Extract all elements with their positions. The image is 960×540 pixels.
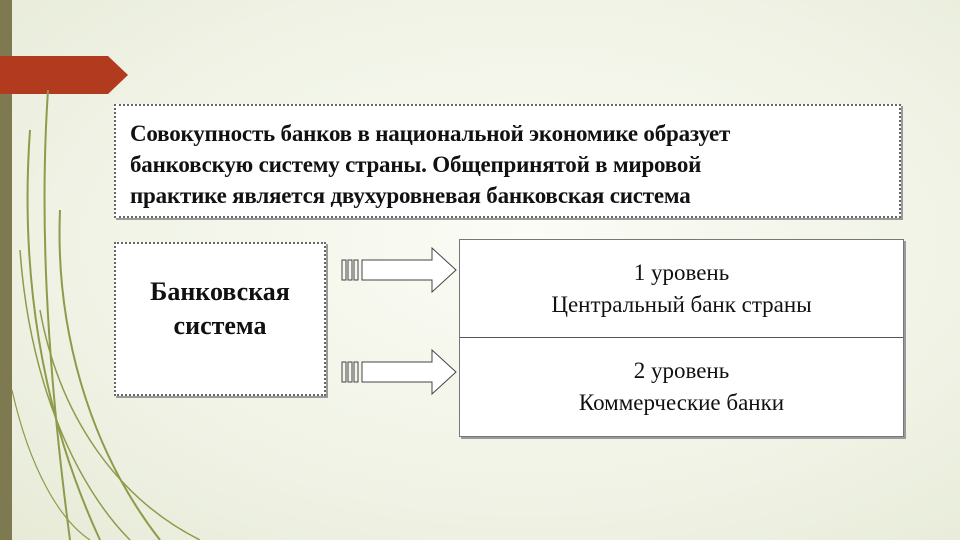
level-1-cell: 1 уровень Центральный банк страны [460, 240, 903, 337]
intro-line: Совокупность банков в национальной эконо… [130, 121, 731, 146]
level-name: Коммерческие банки [578, 389, 785, 415]
arrow-to-level-2-icon [341, 348, 457, 396]
arrow-to-level-1-icon [341, 246, 457, 294]
levels-box: 1 уровень Центральный банк страны 2 уров… [459, 239, 904, 437]
intro-text-box: Совокупность банков в национальной эконо… [114, 104, 901, 218]
level-number: 2 уровень [633, 357, 730, 383]
level-2-cell: 2 уровень Коммерческие банки [460, 337, 903, 435]
side-bar [0, 0, 12, 540]
grass-decoration [11, 90, 201, 540]
intro-line: практике является двухуровневая банковск… [130, 183, 691, 208]
banking-system-box: Банковская система [114, 242, 326, 396]
intro-line: банковскую систему страны. Общепринятой … [130, 152, 702, 177]
system-label-line: Банковская [150, 277, 290, 306]
level-name: Центральный банк страны [551, 291, 812, 317]
system-label-line: система [173, 311, 267, 340]
red-tab-shape [0, 56, 128, 94]
level-number: 1 уровень [633, 259, 730, 285]
